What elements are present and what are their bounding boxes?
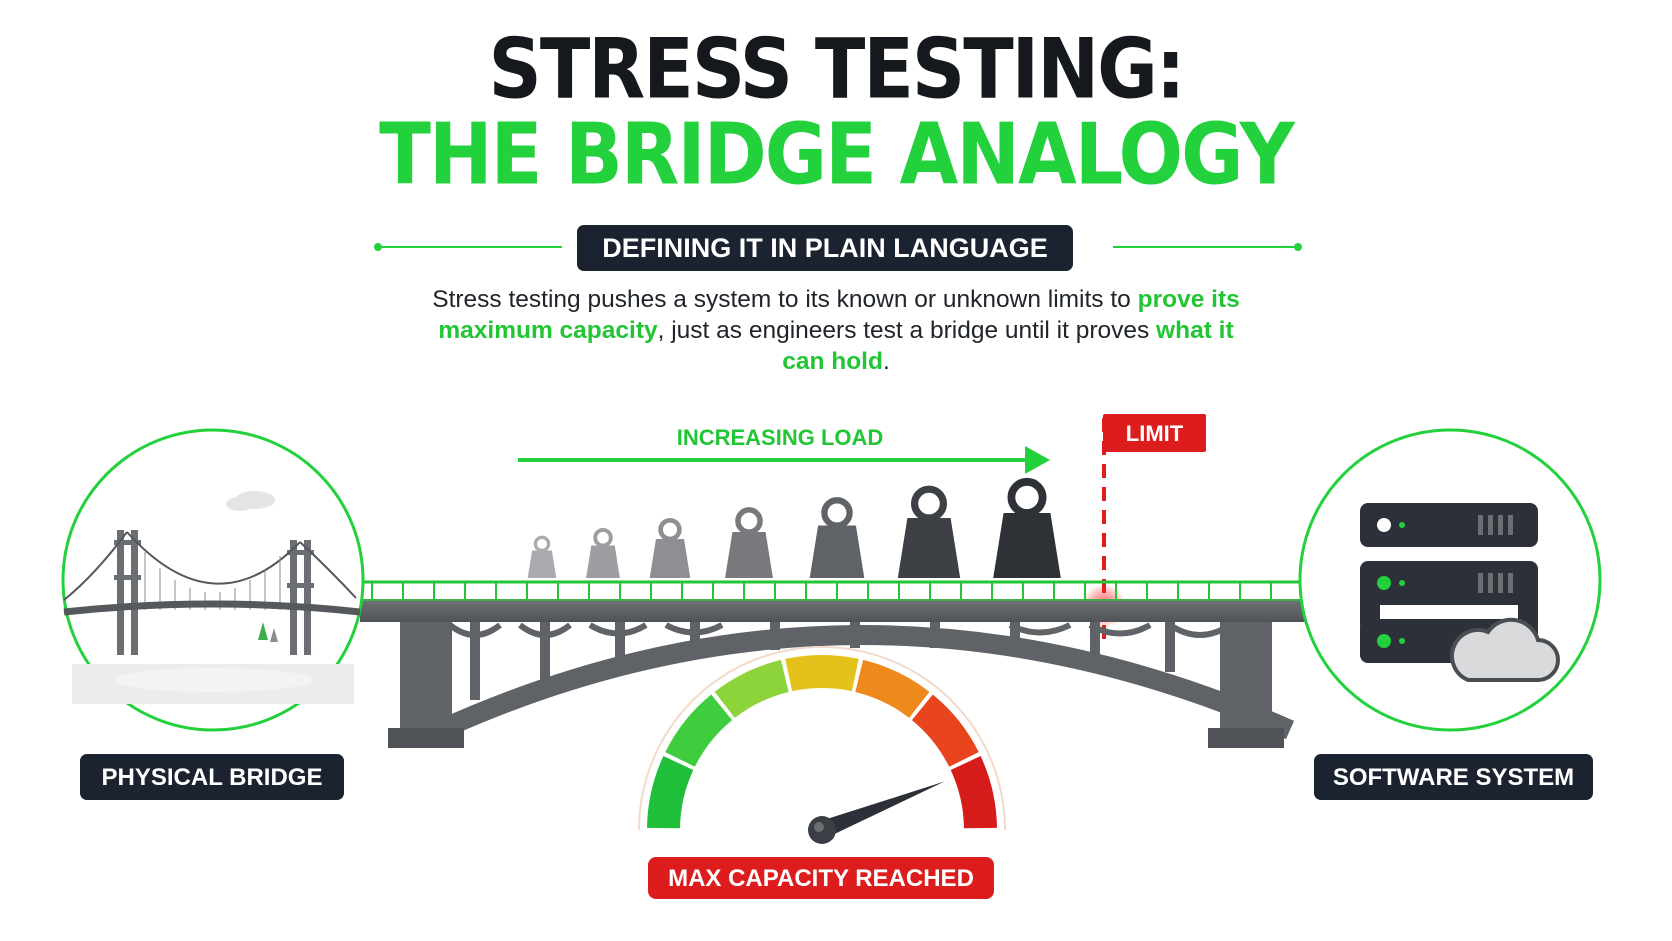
max-capacity-label: MAX CAPACITY REACHED [648,857,994,899]
divider-line-left [380,246,562,248]
bridge [360,580,1305,748]
subtitle-pill: DEFINING IT IN PLAIN LANGUAGE [577,225,1073,271]
bridge-railing [360,580,1305,601]
gauge-segment [911,694,979,767]
title-line-2: THE BRIDGE ANALOGY [379,104,1295,204]
weights-group [527,477,1061,578]
description-text-3: . [882,348,890,375]
increasing-load-arrow [518,446,1050,474]
weight-icon [809,497,865,578]
weight-icon [586,527,620,578]
increasing-load-label: INCREASING LOAD [676,425,884,450]
divider-dot-left [374,243,382,251]
suspension-bridge-icon [63,491,361,704]
description-highlight-1: prove its maximum capacity [438,286,1240,344]
gauge-icon [638,646,1006,844]
gauge-segment [665,694,733,767]
gauge-segment [950,756,997,829]
description-text-1: Stress testing pushes a system to its kn… [432,286,1138,313]
weight-icon [649,517,691,578]
physical-bridge-label: PHYSICAL BRIDGE [80,754,344,800]
divider-dot-right [1294,243,1302,251]
weight-icon [897,485,961,578]
weight-icon [993,477,1061,578]
description-highlight-2: what it can hold [782,317,1234,375]
gauge-segment [855,659,930,718]
gauge-segment [714,659,789,718]
title-line-1: STRESS TESTING: [488,21,1186,118]
description: Stress testing pushes a system to its kn… [420,284,1252,377]
limit-flag: LIMIT [1103,414,1206,452]
divider-line-right [1113,246,1297,248]
software-system-label: SOFTWARE SYSTEM [1314,754,1593,800]
weight-icon [527,535,557,578]
gauge-needle [818,781,945,839]
weight-icon [725,507,773,578]
cloud-icon [1450,617,1560,682]
gauge-segment [647,756,694,829]
physical-bridge-circle [61,428,365,732]
gauge-segment [785,655,859,692]
software-system-circle [1298,428,1602,732]
description-text-2: , just as engineers test a bridge until … [657,317,1157,344]
